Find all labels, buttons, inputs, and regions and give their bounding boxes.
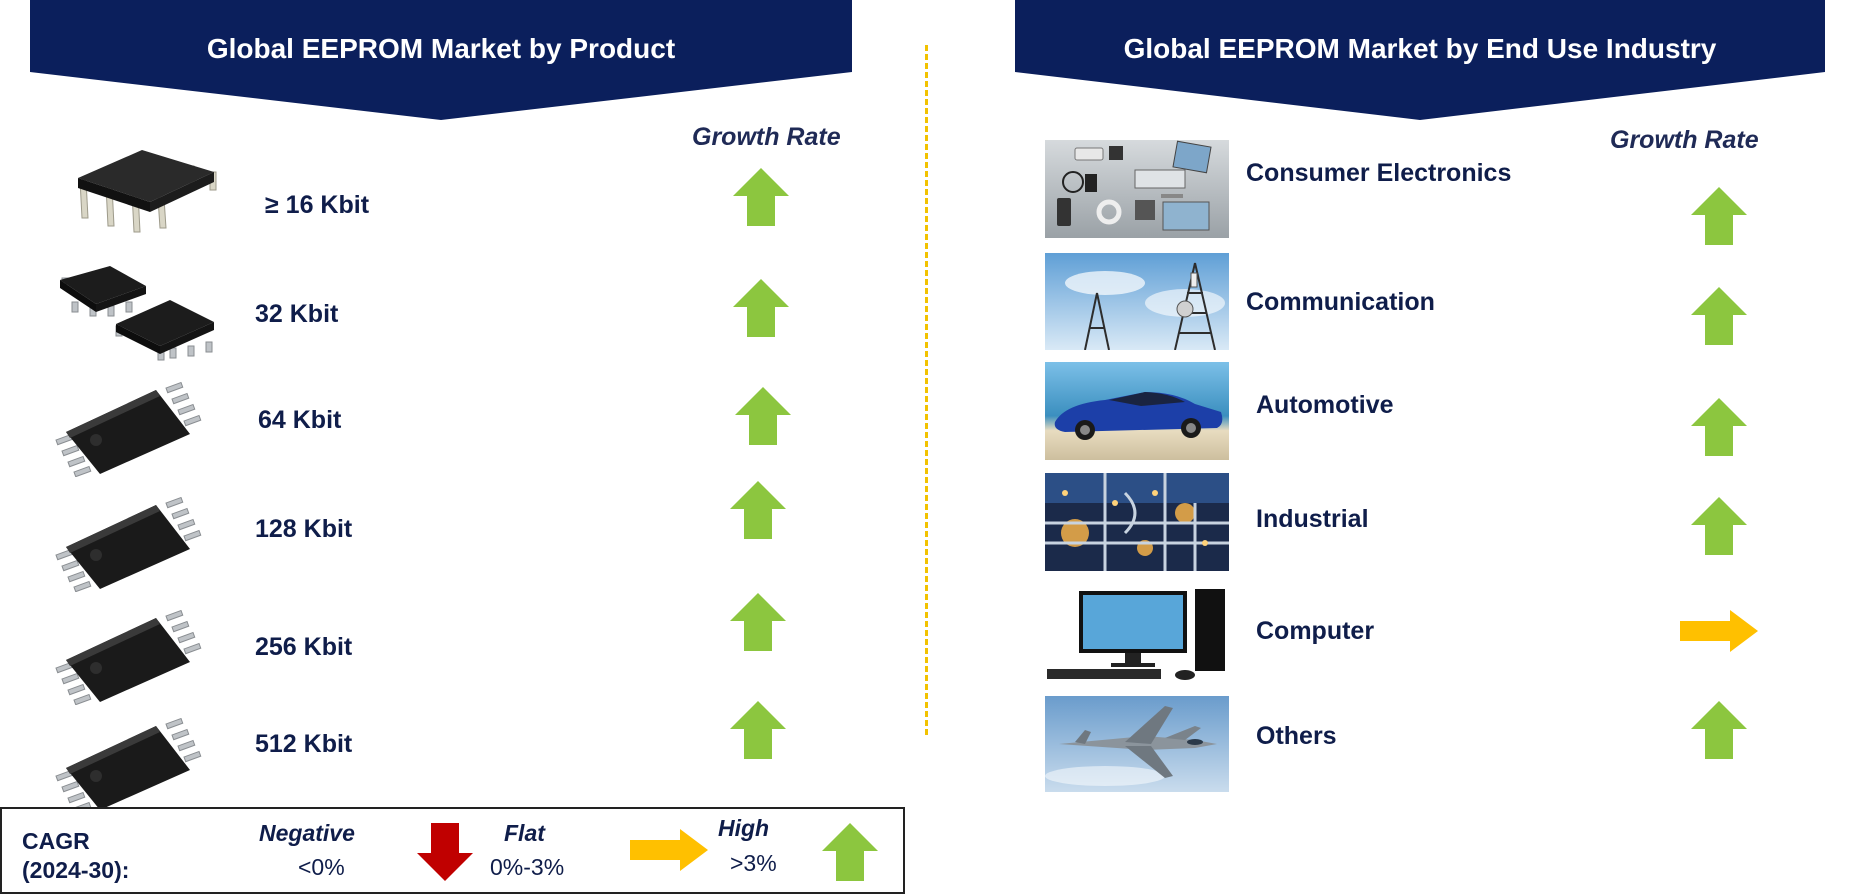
- product-label: 32 Kbit: [255, 300, 339, 328]
- industry-label: Consumer Electronics: [1246, 159, 1512, 187]
- right-arrow-icon: [630, 829, 708, 871]
- tssop-chip-image: [48, 497, 208, 592]
- product-label: ≥ 16 Kbit: [265, 191, 370, 219]
- car-photo: [1045, 362, 1229, 460]
- industry-label: Computer: [1256, 617, 1375, 645]
- soic-chip-image: [50, 262, 225, 362]
- up-arrow-icon: [1691, 187, 1747, 245]
- negative-legend-value: <0%: [298, 854, 345, 880]
- right-arrow-icon: [1680, 610, 1758, 652]
- industry-label: Automotive: [1256, 391, 1394, 419]
- up-arrow-icon: [730, 481, 786, 539]
- tssop-chip-image: [48, 610, 208, 705]
- product-label: 128 Kbit: [255, 515, 353, 543]
- flat-legend-label: Flat: [504, 820, 545, 846]
- up-arrow-icon: [1691, 287, 1747, 345]
- high-legend-label: High: [718, 815, 770, 841]
- cagr-legend: CAGR (2024-30): Negative <0% Flat 0%-3% …: [0, 807, 905, 894]
- header-banner-shape: [30, 0, 852, 120]
- up-arrow-icon: [733, 279, 789, 337]
- fighter-jet-photo: [1045, 696, 1229, 792]
- industrial-plant-photo: [1045, 473, 1229, 571]
- industry-label: Communication: [1246, 288, 1435, 316]
- right-panel-header: Global EEPROM Market by End Use Industry: [1015, 0, 1825, 120]
- left-growth-rate-heading: Growth Rate: [692, 123, 841, 151]
- communication-tower-photo: [1045, 253, 1229, 350]
- flat-legend-value: 0%-3%: [490, 854, 565, 880]
- up-arrow-icon: [730, 593, 786, 651]
- up-arrow-icon: [735, 387, 791, 445]
- product-label: 512 Kbit: [255, 730, 353, 758]
- cagr-period-label: (2024-30):: [22, 857, 130, 883]
- left-panel-header: Global EEPROM Market by Product: [30, 0, 852, 120]
- negative-legend-label: Negative: [259, 820, 355, 846]
- high-legend-value: >3%: [730, 850, 777, 876]
- panel-divider: [925, 45, 928, 735]
- consumer-electronics-photo: [1045, 140, 1229, 238]
- tssop-chip-image: [48, 382, 208, 477]
- up-arrow-icon: [1691, 497, 1747, 555]
- up-arrow-icon: [822, 823, 878, 881]
- product-label: 64 Kbit: [258, 406, 342, 434]
- up-arrow-icon: [1691, 701, 1747, 759]
- left-panel-title: Global EEPROM Market by Product: [206, 33, 676, 64]
- right-panel-title: Global EEPROM Market by End Use Industry: [1123, 33, 1717, 64]
- industry-label: Others: [1256, 722, 1337, 750]
- right-growth-rate-heading: Growth Rate: [1610, 126, 1759, 154]
- product-label: 256 Kbit: [255, 633, 353, 661]
- up-arrow-icon: [1691, 398, 1747, 456]
- desktop-computer-photo: [1045, 585, 1229, 683]
- cagr-label: CAGR: [22, 828, 90, 854]
- up-arrow-icon: [733, 168, 789, 226]
- header-banner-shape: [1015, 0, 1825, 120]
- down-arrow-icon: [417, 823, 473, 881]
- industry-label: Industrial: [1256, 505, 1369, 533]
- tssop-chip-image: [48, 718, 208, 813]
- up-arrow-icon: [730, 701, 786, 759]
- dip-chip-image: [70, 140, 220, 235]
